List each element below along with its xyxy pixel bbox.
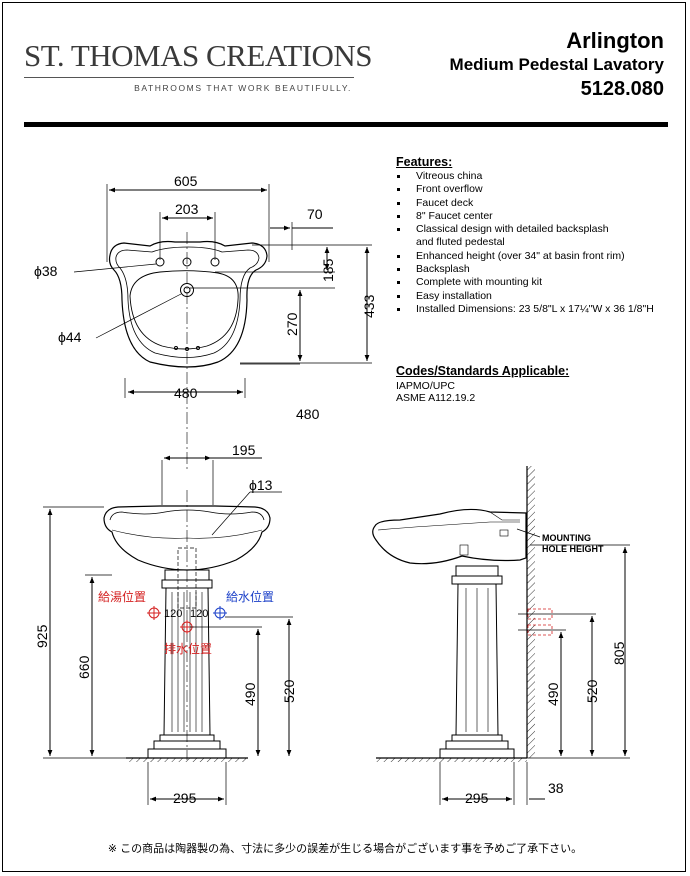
dim-side-supply-height: 520 (584, 679, 600, 703)
code-item: IAPMO/UPC (396, 380, 455, 392)
top-view-labels: 605 203 70 ϕ38 ϕ44 480 185 270 433 (34, 173, 377, 401)
dim-width: 605 (174, 173, 198, 189)
feature-item: 8" Faucet center (396, 210, 686, 223)
disclaimer-note: ※ この商品は陶器製の為、寸法に多少の誤差が生じる場合がございます事を予めご了承… (107, 843, 583, 855)
cold-supply-marker (213, 606, 227, 620)
feature-item: Backsplash (396, 263, 686, 276)
feature-item: Faucet deck (396, 197, 686, 210)
features-list: Features: Vitreous china Front overflow … (396, 155, 686, 316)
codes-heading: Codes/Standards Applicable: (396, 364, 570, 378)
dim-drain-height: 490 (242, 682, 258, 706)
code-item: ASME A112.19.2 (396, 392, 476, 404)
dim-rim-height: 660 (76, 655, 92, 679)
feature-item: Installed Dimensions: 23 5/8"L x 17¼"W x… (396, 303, 686, 316)
side-view-labels: MOUNTING HOLE HEIGHT 805 490 520 295 38 (465, 533, 627, 806)
extra-dimension-label: 480 (296, 406, 320, 422)
feature-item: Easy installation (396, 290, 686, 303)
feature-item-continuation: and fluted pedestal (416, 236, 505, 249)
brand-logo: ST. THOMAS CREATIONS BATHROOMS THAT WORK… (24, 38, 372, 93)
dim-side-drain-height: 490 (545, 682, 561, 706)
mounting-label-line2: HOLE HEIGHT (542, 544, 604, 554)
dim-side-base-width: 295 (465, 790, 489, 806)
header-rule (24, 122, 668, 127)
product-title-block: Arlington Medium Pedestal Lavatory 5128.… (450, 28, 664, 102)
product-subtitle: Medium Pedestal Lavatory (449, 55, 664, 74)
top-view (73, 184, 372, 470)
front-view (43, 455, 293, 805)
dim-supply-spacing-right: 120 (190, 608, 208, 620)
dim-basin-width: 480 (174, 385, 198, 401)
dim-mounting-height: 805 (611, 641, 627, 665)
dim-wall-gap: 38 (548, 780, 564, 796)
side-view (372, 466, 630, 805)
dim-overall-height: 925 (34, 624, 50, 648)
dim-supply-hole: ϕ13 (249, 477, 273, 493)
dim-drain-depth: 270 (284, 312, 300, 336)
dim-supply-height: 520 (281, 679, 297, 703)
dim-depth: 433 (361, 294, 377, 318)
dim-supply-spacing-left: 120 (164, 608, 182, 620)
feature-item: Classical design with detailed backsplas… (396, 223, 686, 250)
drain-position-label: 排水位置 (164, 641, 212, 656)
features-heading: Features: (396, 155, 453, 169)
feature-item: Vitreous china (396, 170, 686, 183)
feature-item: Front overflow (396, 183, 686, 196)
feature-item: Complete with mounting kit (396, 276, 686, 289)
brand-tagline: BATHROOMS THAT WORK BEAUTIFULLY. (134, 83, 352, 93)
dim-back-offset: 70 (307, 206, 323, 222)
feature-item: Enhanced height (over 34" at basin front… (396, 250, 686, 263)
hot-supply-label: 給湯位置 (98, 589, 146, 604)
product-name: Arlington (566, 28, 664, 53)
front-view-labels: 195 ϕ13 給湯位置 給水位置 排水位置 120 120 925 660 4… (34, 442, 297, 806)
dim-faucet-hole: ϕ38 (34, 263, 58, 279)
mounting-label-line1: MOUNTING (542, 533, 591, 543)
brand-divider (24, 77, 354, 78)
hot-supply-marker (147, 606, 161, 620)
dim-faucet-spread: 203 (175, 201, 199, 217)
brand-name: ST. THOMAS CREATIONS (24, 38, 372, 73)
feature-item-text: Classical design with detailed backsplas… (416, 223, 609, 236)
dim-base-width: 295 (173, 790, 197, 806)
dim-faucet-depth: 185 (320, 258, 336, 282)
dim-drain-hole: ϕ44 (58, 329, 82, 345)
dim-drain-offset: 195 (232, 442, 256, 458)
codes-block: Codes/Standards Applicable: IAPMO/UPC AS… (396, 364, 569, 404)
product-model: 5128.080 (580, 78, 664, 100)
cold-supply-label: 給水位置 (226, 589, 274, 604)
